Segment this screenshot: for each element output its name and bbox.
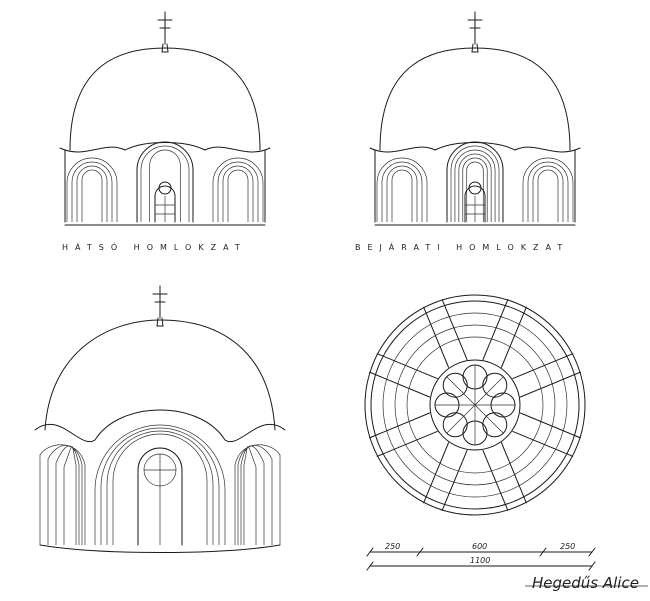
pier <box>512 412 581 457</box>
cross-icon <box>152 285 168 327</box>
rosette-rib <box>474 404 504 434</box>
side-niche <box>55 445 80 545</box>
arch-line <box>222 165 254 222</box>
dome-outline <box>379 47 571 151</box>
floor-plan-drawing <box>364 294 586 516</box>
rosette-lobe <box>442 412 468 438</box>
cornice-line <box>369 142 581 153</box>
door-panels <box>144 454 176 545</box>
side-niche <box>234 444 281 545</box>
arch-line <box>76 165 108 222</box>
door-panels <box>155 196 175 222</box>
door <box>464 185 486 223</box>
pier <box>482 442 527 511</box>
rear-elevation-drawing <box>59 11 271 226</box>
ground-line <box>39 544 281 553</box>
plan-ring <box>394 324 556 486</box>
arch-line <box>466 161 484 222</box>
dimension-left: 250 <box>385 542 400 551</box>
entrance-elevation-drawing <box>369 11 581 226</box>
pier <box>369 353 438 398</box>
door-arch <box>137 447 183 546</box>
arch-line <box>391 169 413 222</box>
entrance-elevation-caption: BEJÁRATI HOMLOKZAT <box>355 241 569 252</box>
arch-line <box>81 169 103 222</box>
side-niche <box>63 446 77 545</box>
arch-line <box>217 161 259 222</box>
arch-line <box>527 161 569 222</box>
rose-window <box>158 181 172 195</box>
rosette-rib <box>446 404 476 434</box>
side-niche <box>243 446 257 545</box>
dimension-tick-marks <box>366 547 596 571</box>
plan-ring <box>382 312 568 498</box>
arch-line <box>227 169 249 222</box>
central-arch <box>446 141 504 223</box>
dimension-lines: 250 600 250 1100 <box>366 542 596 571</box>
inner-ring <box>429 359 521 451</box>
side-niche <box>240 445 265 545</box>
rosette-lobe <box>442 372 468 398</box>
arch-line <box>462 157 488 222</box>
arch-line <box>66 157 118 222</box>
dome-outline <box>44 319 276 431</box>
side-niche <box>39 444 86 545</box>
pier <box>423 442 468 511</box>
pier <box>512 353 581 398</box>
pier <box>482 299 527 368</box>
rosette-lobe <box>482 372 508 398</box>
cornice-line <box>59 142 271 153</box>
arch-line <box>149 149 181 222</box>
arch-line <box>532 165 564 222</box>
portal-arch <box>100 427 220 545</box>
dimension-right: 250 <box>560 542 575 551</box>
dome-outline <box>69 47 261 151</box>
portal-arch <box>94 424 226 545</box>
cross-icon <box>157 11 173 53</box>
arch-line <box>376 157 428 222</box>
rose-window <box>468 181 482 195</box>
perspective-drawing <box>34 285 286 553</box>
rosette-lobe <box>482 412 508 438</box>
author-signature: Hegedűs Alice <box>532 574 639 592</box>
arch-line <box>454 149 496 222</box>
cross-icon <box>467 11 483 53</box>
portal-arch <box>112 433 208 545</box>
central-arch <box>136 141 194 223</box>
side-niche <box>47 445 83 545</box>
rosette-rib <box>446 376 476 406</box>
dimension-total: 1100 <box>470 556 490 565</box>
arch-line <box>537 169 559 222</box>
outer-wall <box>364 294 586 516</box>
arch-line <box>71 161 113 222</box>
arch-line <box>140 145 190 222</box>
arch-line <box>450 145 500 222</box>
side-niche <box>237 445 273 545</box>
plan-ring <box>406 336 544 474</box>
rear-elevation-caption: HÁTSÓ HOMLOKZAT <box>62 241 247 252</box>
plan-ring <box>370 300 580 510</box>
pier <box>369 412 438 457</box>
portal-arch <box>106 430 214 545</box>
arch-line <box>386 165 418 222</box>
arch-line <box>381 161 423 222</box>
door <box>154 185 176 223</box>
rosette-rib <box>474 376 504 406</box>
arch-line <box>212 157 264 222</box>
pier <box>423 299 468 368</box>
door-panels <box>465 196 485 222</box>
cornice-line <box>34 409 286 443</box>
arch-line <box>522 157 574 222</box>
dimension-center: 600 <box>472 542 487 551</box>
arch-line <box>458 153 492 222</box>
